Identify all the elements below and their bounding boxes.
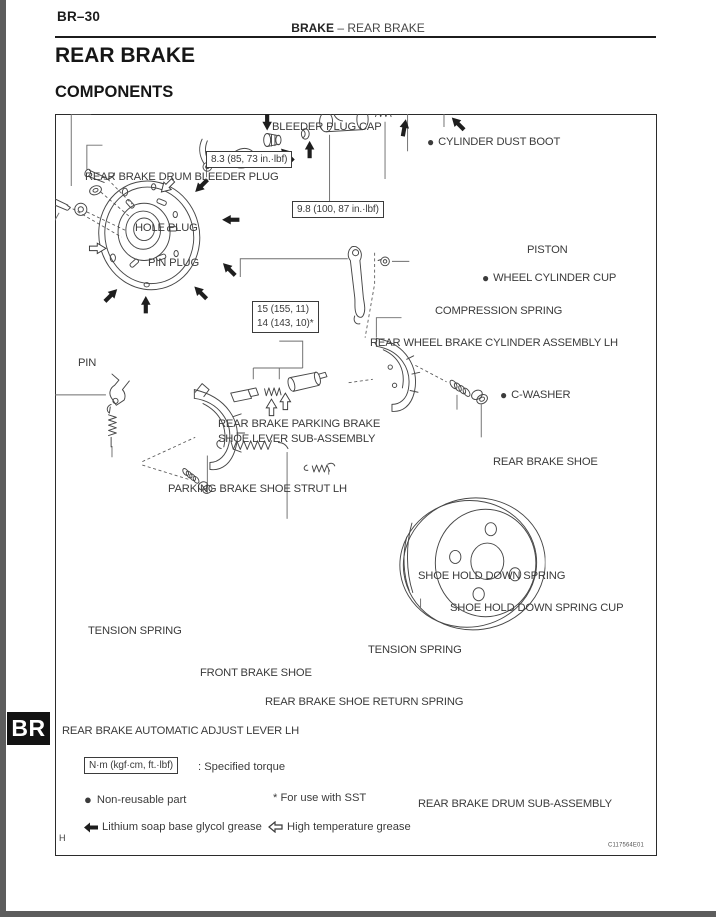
legend-sst-note: * For use with SST bbox=[273, 792, 367, 804]
exploded-diagram bbox=[55, 114, 546, 631]
adjust-lever-drawing bbox=[109, 373, 130, 406]
label-rear-brake-shoe-return-spring: REAR BRAKE SHOE RETURN SPRING bbox=[265, 696, 464, 708]
label-rear-brake-drum-bleeder-plug: REAR BRAKE DRUM BLEEDER PLUG bbox=[85, 171, 279, 183]
leader-lines bbox=[55, 114, 482, 608]
label-pin-plug: PIN PLUG bbox=[148, 257, 200, 269]
label-rear-wheel-brake-cylinder-assembly: REAR WHEEL BRAKE CYLINDER ASSEMBLY LH bbox=[370, 337, 618, 349]
backing-plate-drawing bbox=[98, 180, 201, 291]
label-c-washer-text: C-WASHER bbox=[511, 389, 571, 401]
pin-plug-drawing bbox=[84, 168, 116, 183]
running-header: BRAKE – REAR BRAKE bbox=[0, 21, 716, 35]
components-figure-frame bbox=[55, 114, 657, 856]
front-hold-down-spring-drawing bbox=[182, 468, 213, 494]
page-number: BR–30 bbox=[57, 9, 101, 24]
running-header-section: BRAKE bbox=[291, 21, 334, 35]
label-shoe-hold-down-spring-cup: SHOE HOLD DOWN SPRING CUP bbox=[450, 602, 624, 614]
outline-left-arrow-icon bbox=[268, 821, 283, 833]
legend-torque-desc: : Specified torque bbox=[198, 761, 286, 773]
figure-number: C117564E01 bbox=[608, 842, 645, 848]
running-header-separator: – bbox=[337, 21, 344, 35]
label-pin: PIN bbox=[78, 357, 97, 369]
non-reusable-dot-icon: ● bbox=[482, 271, 490, 285]
label-rear-brake-drum-sub-assembly: REAR BRAKE DRUM SUB-ASSEMBLY bbox=[418, 798, 612, 810]
footer-letter: H bbox=[59, 833, 66, 843]
label-tension-spring-center: TENSION SPRING bbox=[368, 644, 462, 656]
torque-spec-union-fitting: 9.8 (100, 87 in.·lbf) bbox=[292, 201, 384, 218]
parking-brake-strut-drawing bbox=[230, 371, 328, 403]
high-temp-grease-arrows bbox=[88, 176, 292, 417]
return-spring-drawing bbox=[216, 439, 289, 450]
shoe-hold-down-spring-drawing bbox=[449, 379, 471, 397]
torque-spec-cylinder-line1: 15 (155, 11) bbox=[257, 304, 309, 315]
label-c-washer: ● C-WASHER bbox=[500, 388, 571, 402]
label-cylinder-dust-boot-text: CYLINDER DUST BOOT bbox=[438, 136, 561, 148]
label-parking-brake-lever: REAR BRAKE PARKING BRAKE SHOE LEVER SUB-… bbox=[218, 417, 380, 447]
tension-spring-center-drawing bbox=[303, 462, 336, 473]
parts-line-art bbox=[55, 114, 546, 631]
brake-drum-drawing bbox=[399, 497, 546, 631]
label-bleeder-plug-cap: BLEEDER PLUG CAP bbox=[272, 121, 382, 133]
shoe-hold-down-spring-cup-drawing bbox=[471, 389, 488, 405]
label-cylinder-dust-boot: ● CYLINDER DUST BOOT bbox=[427, 136, 560, 149]
assembly-dashed-lines bbox=[67, 178, 447, 481]
label-compression-spring: COMPRESSION SPRING bbox=[435, 305, 563, 317]
label-rear-brake-shoe: REAR BRAKE SHOE bbox=[493, 456, 598, 468]
scan-edge-bottom bbox=[0, 911, 716, 917]
compression-spring-drawing bbox=[375, 114, 392, 118]
page-title: REAR BRAKE bbox=[55, 44, 196, 67]
running-header-subsection: REAR BRAKE bbox=[347, 21, 425, 35]
legend-lithium-grease-text: Lithium soap base glycol grease bbox=[102, 821, 262, 833]
torque-spec-bleeder-plug: 8.3 (85, 73 in.·lbf) bbox=[206, 151, 293, 168]
label-parking-brake-lever-line2: SHOE LEVER SUB-ASSEMBLY bbox=[218, 433, 376, 445]
wheel-cylinder-cup2-drawing bbox=[300, 128, 310, 140]
legend-lithium-grease: Lithium soap base glycol grease bbox=[84, 821, 262, 833]
wheel-cylinder-drawing bbox=[319, 114, 369, 133]
parking-brake-lever-drawing bbox=[347, 245, 366, 325]
solid-left-arrow-icon bbox=[84, 822, 98, 833]
non-reusable-dot-icon: ● bbox=[427, 135, 435, 149]
label-parking-brake-shoe-strut: PARKING BRAKE SHOE STRUT LH bbox=[168, 483, 347, 495]
piston-left-drawing bbox=[263, 133, 282, 147]
hole-plug-grommet-drawing bbox=[89, 185, 102, 196]
header-rule bbox=[55, 36, 656, 38]
torque-spec-cylinder-line2: 14 (143, 10)* bbox=[257, 318, 314, 329]
scan-edge-left bbox=[0, 0, 6, 917]
label-wheel-cylinder-cup-text: WHEEL CYLINDER CUP bbox=[493, 272, 617, 284]
label-wheel-cylinder-cup: ● WHEEL CYLINDER CUP bbox=[482, 272, 616, 285]
label-rear-brake-automatic-adjust-lever: REAR BRAKE AUTOMATIC ADJUST LEVER LH bbox=[62, 725, 300, 737]
legend-non-reusable-text: Non-reusable part bbox=[96, 793, 187, 806]
non-reusable-dot-icon: ● bbox=[84, 792, 92, 807]
torque-spec-cylinder: 15 (155, 11) 14 (143, 10)* bbox=[252, 301, 319, 333]
legend-non-reusable: ● Non-reusable part bbox=[84, 792, 186, 807]
pin-drawing bbox=[55, 198, 71, 211]
label-shoe-hold-down-spring: SHOE HOLD DOWN SPRING bbox=[418, 570, 566, 582]
label-tension-spring-left: TENSION SPRING bbox=[88, 625, 182, 637]
rear-brake-shoe-drawing bbox=[375, 338, 421, 412]
non-reusable-dot-icon: ● bbox=[500, 388, 508, 402]
c-washer-drawing bbox=[377, 256, 390, 267]
tension-spring-left-drawing bbox=[106, 403, 117, 448]
label-piston: PISTON bbox=[527, 244, 568, 256]
front-brake-shoe-drawing bbox=[193, 383, 246, 471]
label-front-brake-shoe: FRONT BRAKE SHOE bbox=[200, 667, 312, 679]
label-parking-brake-lever-line1: REAR BRAKE PARKING BRAKE bbox=[218, 418, 381, 430]
label-hole-plug: HOLE PLUG bbox=[135, 222, 198, 234]
legend-torque-unit-box: N·m (kgf·cm, ft.·lbf) bbox=[84, 757, 179, 774]
section-tab: BR bbox=[7, 712, 50, 745]
round-plug-drawing bbox=[74, 202, 88, 216]
legend-high-temp-grease-text: High temperature grease bbox=[287, 821, 411, 833]
legend-high-temp-grease: High temperature grease bbox=[268, 821, 411, 833]
section-heading: COMPONENTS bbox=[55, 83, 174, 101]
